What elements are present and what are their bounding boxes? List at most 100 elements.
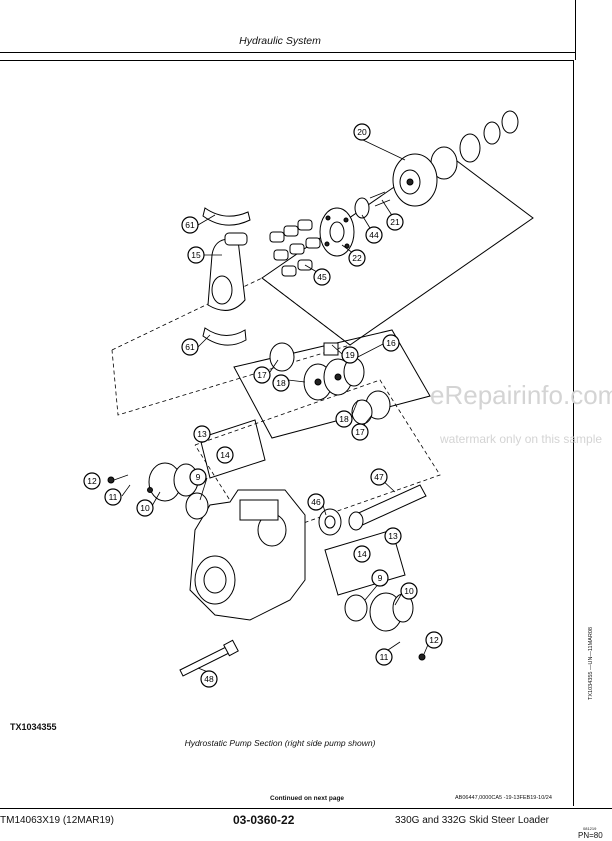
callout-15: 15 [187, 246, 205, 264]
shaft-bearing [318, 508, 342, 536]
callout-61: 61 [181, 216, 199, 234]
svg-text:61: 61 [185, 342, 195, 352]
box-13-14-lower [324, 529, 406, 596]
svg-text:16: 16 [386, 338, 396, 348]
callout-13: 13 [193, 425, 211, 443]
swash-yoke [207, 232, 248, 311]
figure-frame [0, 60, 574, 806]
footer-rule [0, 808, 612, 809]
capscrew-right [418, 653, 426, 661]
callout-14: 14 [353, 545, 371, 563]
o-ring [351, 399, 373, 425]
header-rule [0, 52, 575, 53]
bearing-half-lower [202, 327, 247, 346]
callout-17: 17 [253, 366, 271, 384]
svg-text:45: 45 [317, 272, 327, 282]
callout-17: 17 [351, 423, 369, 441]
callout-21: 21 [386, 213, 404, 231]
reference-code: AB06447,0000CA5 -19-13FEB19-10/24 [455, 795, 552, 801]
callout-9: 9 [371, 569, 389, 587]
callout-11: 11 [375, 648, 393, 666]
o-ring [269, 342, 295, 372]
footer-date-code: 081219 [583, 826, 597, 831]
callout-22: 22 [348, 249, 366, 267]
callout-19: 19 [341, 346, 359, 364]
callout-18: 18 [335, 410, 353, 428]
svg-text:9: 9 [196, 472, 201, 482]
svg-text:11: 11 [380, 652, 389, 662]
drive-shaft [348, 484, 427, 531]
charge-pump-left [147, 462, 199, 502]
capscrew-left [107, 474, 129, 484]
callout-46: 46 [307, 493, 325, 511]
charge-pump-right [369, 592, 414, 632]
svg-text:48: 48 [204, 674, 214, 684]
svg-text:46: 46 [311, 497, 321, 507]
footer-pn: PN=80 [578, 831, 603, 840]
svg-text:44: 44 [369, 230, 379, 240]
svg-text:20: 20 [357, 127, 367, 137]
pump-housing [189, 489, 306, 621]
svg-text:13: 13 [388, 531, 398, 541]
watermark-note: watermark only on this sample [440, 432, 603, 446]
callout-10: 10 [400, 582, 418, 600]
watermark-title: eRepairinfo.com [430, 380, 612, 410]
footer-doc-id: TM14063X19 (12MAR19) [0, 815, 114, 826]
header-title: Hydraulic System [239, 35, 321, 47]
callout-20: 20 [353, 123, 371, 141]
callout-11: 11 [104, 488, 122, 506]
figure-caption: Hydrostatic Pump Section (right side pum… [184, 738, 376, 748]
callout-47: 47 [370, 468, 388, 486]
svg-text:22: 22 [352, 253, 362, 263]
callout-45: 45 [313, 268, 331, 286]
spring-pins [369, 191, 391, 207]
callout-12: 12 [425, 631, 443, 649]
retainer-plate [319, 207, 355, 257]
footer-page-number: 03-0360-22 [233, 813, 295, 827]
o-ring-right [344, 594, 368, 622]
footer-model: 330G and 332G Skid Steer Loader [395, 815, 549, 826]
long-bolt [179, 639, 239, 677]
figure-id: TX1034355 [10, 722, 57, 732]
callout-18: 18 [272, 374, 290, 392]
callout-44: 44 [365, 226, 383, 244]
svg-text:11: 11 [109, 492, 118, 502]
svg-text:10: 10 [140, 503, 150, 513]
callout-10: 10 [136, 499, 154, 517]
box-13-14-upper [199, 419, 266, 479]
retaining-ring [354, 197, 370, 219]
svg-text:9: 9 [378, 573, 383, 583]
continued-note: Continued on next page [270, 795, 345, 802]
svg-text:18: 18 [276, 378, 286, 388]
valve-group-outline [233, 329, 431, 439]
bearing-half-upper [202, 207, 251, 226]
callout-16: 16 [382, 334, 400, 352]
callout-61: 61 [181, 338, 199, 356]
svg-text:15: 15 [191, 250, 201, 260]
ring-set [430, 110, 519, 180]
charge-pump-gears [303, 357, 365, 401]
callout-9: 9 [189, 468, 207, 486]
svg-text:14: 14 [220, 450, 230, 460]
svg-text:18: 18 [339, 414, 349, 424]
piston-housing [392, 153, 438, 207]
svg-text:12: 12 [87, 476, 97, 486]
valve-plate [323, 342, 339, 356]
svg-text:13: 13 [197, 429, 207, 439]
callout-48: 48 [200, 670, 218, 688]
dashed-boundary [111, 277, 351, 416]
svg-text:61: 61 [185, 220, 195, 230]
page-header: Hydraulic System [0, 0, 612, 60]
svg-text:14: 14 [357, 549, 367, 559]
o-ring-left [185, 492, 209, 520]
svg-text:21: 21 [390, 217, 400, 227]
svg-text:17: 17 [257, 370, 267, 380]
callout-14: 14 [216, 446, 234, 464]
svg-text:19: 19 [345, 350, 355, 360]
svg-text:12: 12 [429, 635, 439, 645]
exploded-view-diagram: 20 61 15 21 44 22 45 61 16 19 17 18 18 1… [83, 110, 534, 688]
callout-12: 12 [83, 472, 101, 490]
svg-text:47: 47 [374, 472, 384, 482]
header-vertical-rule [575, 0, 576, 60]
svg-text:17: 17 [355, 427, 365, 437]
